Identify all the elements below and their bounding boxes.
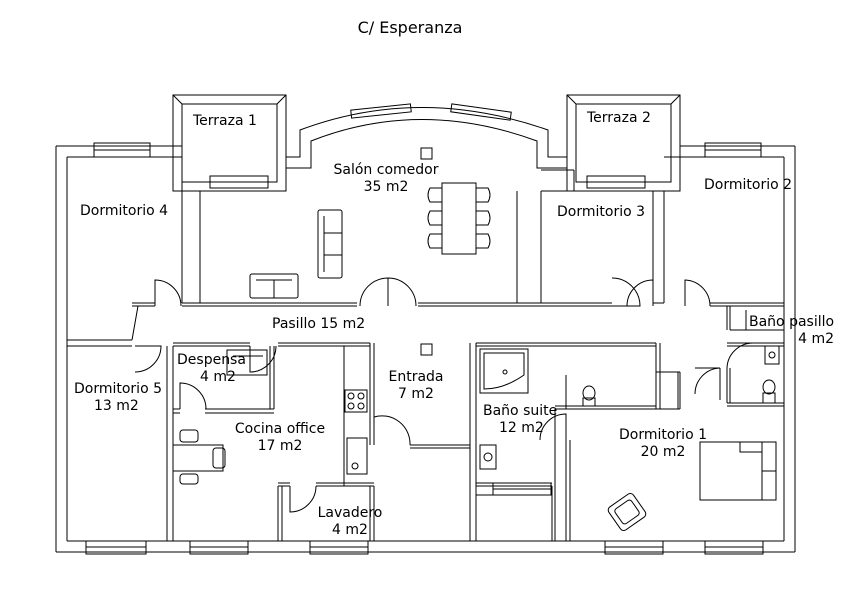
room-name: Pasillo 15 m2 — [272, 316, 366, 332]
room-label-dormitorio-3: Dormitorio 3 — [557, 204, 645, 221]
room-label-lavadero: Lavadero 4 m2 — [318, 505, 383, 539]
room-area: 35 m2 — [363, 179, 409, 195]
room-name: Dormitorio 3 — [557, 204, 646, 220]
room-label-bano-pasillo: Baño pasillo 4 m2 — [749, 314, 834, 348]
room-name: Cocina office — [234, 421, 326, 437]
outer-walls — [56, 146, 795, 552]
room-name: Entrada — [388, 369, 444, 385]
room-name: Baño pasillo — [749, 314, 835, 330]
room-area: 12 m2 — [499, 420, 544, 436]
room-name: Baño suite — [483, 403, 558, 419]
room-label-terraza-1: Terraza 1 — [193, 113, 257, 130]
room-label-bano-suite: Baño suite 12 m2 — [483, 403, 557, 437]
room-name: Terraza 2 — [587, 110, 651, 126]
room-name: Dormitorio 4 — [80, 203, 169, 219]
room-area: 4 m2 — [798, 331, 835, 347]
room-name: Salón comedor — [333, 162, 439, 178]
windows — [86, 143, 763, 554]
room-area: 4 m2 — [200, 369, 236, 385]
bathroom-furniture — [421, 344, 779, 469]
room-label-despensa: Despensa 4 m2 — [177, 352, 246, 386]
room-area: 20 m2 — [640, 444, 686, 460]
room-label-dormitorio-4: Dormitorio 4 — [80, 203, 168, 220]
room-label-terraza-2: Terraza 2 — [587, 110, 651, 127]
room-label-dormitorio-5: Dormitorio 5 13 m2 — [74, 381, 162, 415]
room-name: Dormitorio 1 — [618, 427, 708, 443]
room-label-salon: Salón comedor 35 m2 — [334, 162, 439, 196]
room-label-dormitorio-2: Dormitorio 2 — [704, 177, 792, 194]
room-area: 17 m2 — [257, 438, 303, 454]
room-area: 4 m2 — [332, 522, 368, 538]
room-label-entrada: Entrada 7 m2 — [388, 369, 443, 403]
room-name: Dormitorio 2 — [704, 177, 793, 193]
interior-walls-top — [67, 157, 784, 346]
room-name: Despensa — [177, 352, 246, 368]
room-area: 13 m2 — [93, 398, 139, 414]
salon-furniture — [250, 148, 490, 298]
doors — [135, 278, 753, 512]
room-name: Lavadero — [317, 505, 383, 521]
kitchen-furniture — [173, 350, 367, 484]
room-label-pasillo: Pasillo 15 m2 — [272, 316, 365, 333]
room-label-dormitorio-1: Dormitorio 1 20 m2 — [619, 427, 707, 461]
room-label-cocina: Cocina office 17 m2 — [235, 421, 325, 455]
plan-title: C/ Esperanza — [357, 18, 463, 37]
room-area: 7 m2 — [398, 386, 434, 402]
room-name: Dormitorio 5 — [73, 381, 163, 397]
bedroom-furniture — [607, 442, 776, 532]
terraza-1-walls — [173, 95, 286, 191]
salon-arch — [286, 104, 567, 191]
room-name: Terraza 1 — [193, 113, 257, 129]
